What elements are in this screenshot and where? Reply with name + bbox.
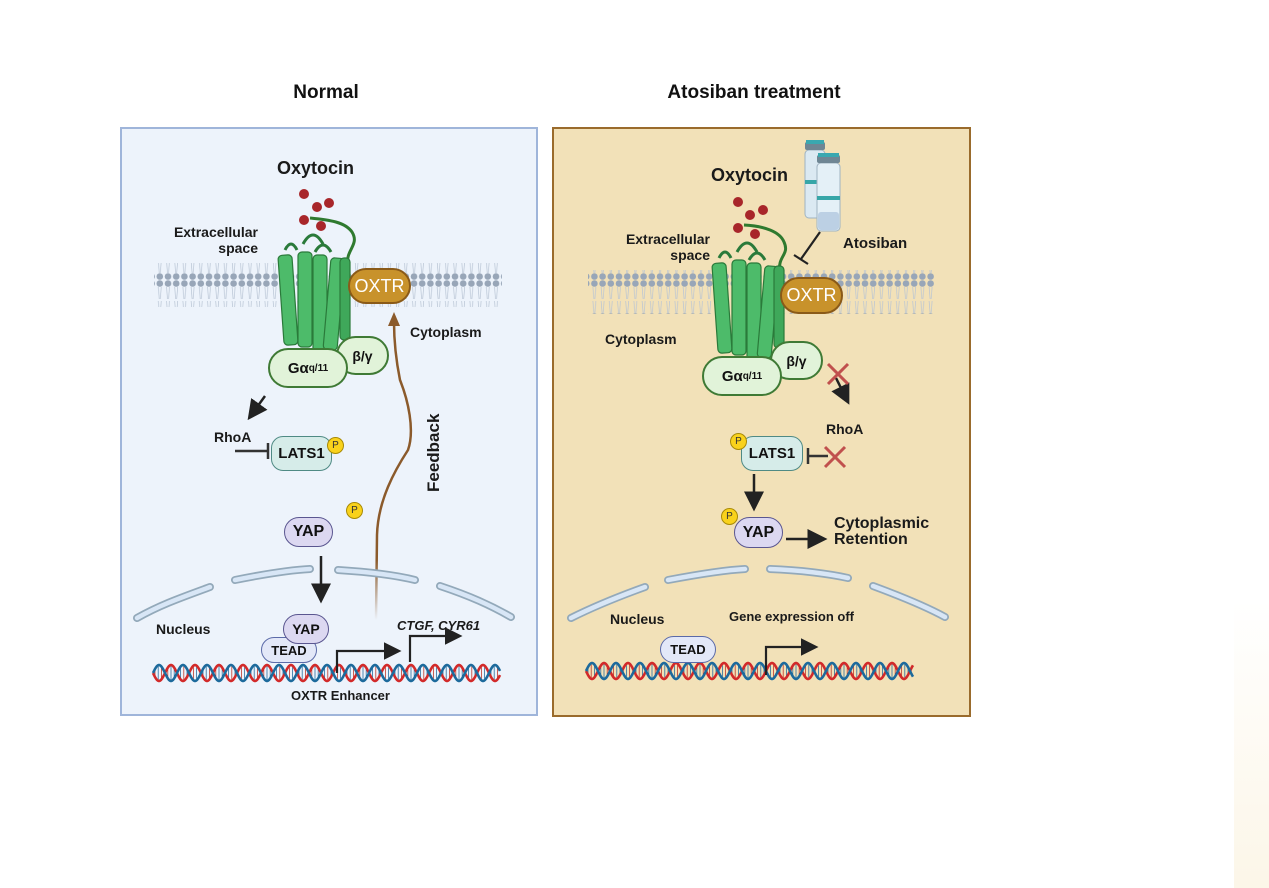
oxtr-receptor-atosiban: OXTR: [780, 277, 843, 314]
cytoplasm-label-normal: Cytoplasm: [410, 324, 482, 340]
extracellular-line1: Extracellular: [625, 231, 710, 247]
blocked-arrow-galpha-rhoa: [831, 377, 850, 405]
nucleus-label-atosiban: Nucleus: [610, 611, 665, 627]
g-alpha-subscript: q/11: [742, 370, 763, 382]
transcription-arrow-oxtr: [335, 642, 402, 673]
g-alpha-text: Gα: [287, 359, 309, 377]
feedback-label: Feedback: [424, 413, 443, 492]
oxytocin-molecules-atosiban: [733, 197, 768, 239]
dna-helix-normal: [151, 663, 502, 683]
outcome-line2: Retention: [834, 531, 908, 548]
tead-protein-atosiban: TEAD: [660, 636, 716, 663]
dna-helix-atosiban: [584, 661, 915, 681]
extracellular-label-atosiban: Extracellular space: [620, 231, 710, 263]
oxtr-receptor-normal: OXTR: [348, 268, 411, 304]
rhoa-label-atosiban: RhoA: [826, 421, 864, 437]
phospho-badge-lats1: P: [327, 437, 344, 454]
panel-title-atosiban: Atosiban treatment: [667, 82, 841, 103]
phospho-badge-lats1: P: [730, 433, 747, 450]
activation-arrow-galpha-rhoa: [247, 395, 268, 421]
outcome-line1: Cytoplasmic: [834, 515, 930, 532]
phospho-badge-yap: P: [721, 508, 738, 525]
panel-title-normal: Normal: [293, 82, 359, 103]
block-x-mark-icon: [823, 445, 847, 469]
yap-protein-atosiban: YAP: [734, 517, 783, 548]
extracellular-label-normal: Extracellular space: [168, 224, 258, 256]
oxytocin-molecules-normal: [299, 189, 334, 231]
dna-strand: [584, 661, 915, 681]
block-x-mark-icon: [826, 362, 850, 386]
transcription-arrow-off: [764, 638, 819, 675]
lats1-protein-atosiban: LATS1: [741, 436, 803, 471]
atosiban-label: Atosiban: [843, 235, 908, 252]
nucleus-label-normal: Nucleus: [156, 621, 211, 637]
enhancer-label: OXTR Enhancer: [291, 688, 390, 703]
extracellular-line2: space: [670, 247, 710, 263]
yap-protein-nuclear: YAP: [283, 614, 329, 644]
oxytocin-label-normal: Oxytocin: [277, 158, 355, 178]
oxytocin-label-atosiban: Oxytocin: [711, 165, 789, 185]
g-alpha-subscript: q/11: [308, 362, 329, 374]
dna-strand: [151, 663, 502, 683]
inhibition-atosiban-oxtr: [800, 231, 821, 260]
target-genes-label: CTGF, CYR61: [397, 618, 481, 633]
yap-protein-normal: YAP: [284, 517, 333, 547]
phospho-badge-free: P: [346, 502, 363, 519]
transcription-arrow-ctgf: [408, 627, 463, 662]
extracellular-line1: Extracellular: [173, 224, 258, 240]
feedback-arrow: [374, 321, 413, 621]
rhoa-label-normal: RhoA: [214, 429, 252, 445]
g-alpha-text: Gα: [721, 367, 743, 385]
lats1-protein-normal: LATS1: [271, 436, 332, 471]
gpcr-receptor-atosiban-icon: [711, 241, 785, 362]
corner-gradient: [1234, 600, 1269, 888]
atosiban-vial-icon: [804, 140, 841, 232]
cytoplasmic-retention-label: Cytoplasmic Retention: [834, 516, 929, 548]
gene-expression-off-label: Gene expression off: [729, 609, 854, 624]
cytoplasm-label-atosiban: Cytoplasm: [605, 331, 677, 347]
extracellular-line2: space: [218, 240, 258, 256]
dna-strand: [584, 661, 915, 681]
dna-strand: [151, 663, 502, 683]
panel-normal: [120, 127, 538, 716]
gpcr-receptor-normal-icon: [277, 233, 351, 354]
